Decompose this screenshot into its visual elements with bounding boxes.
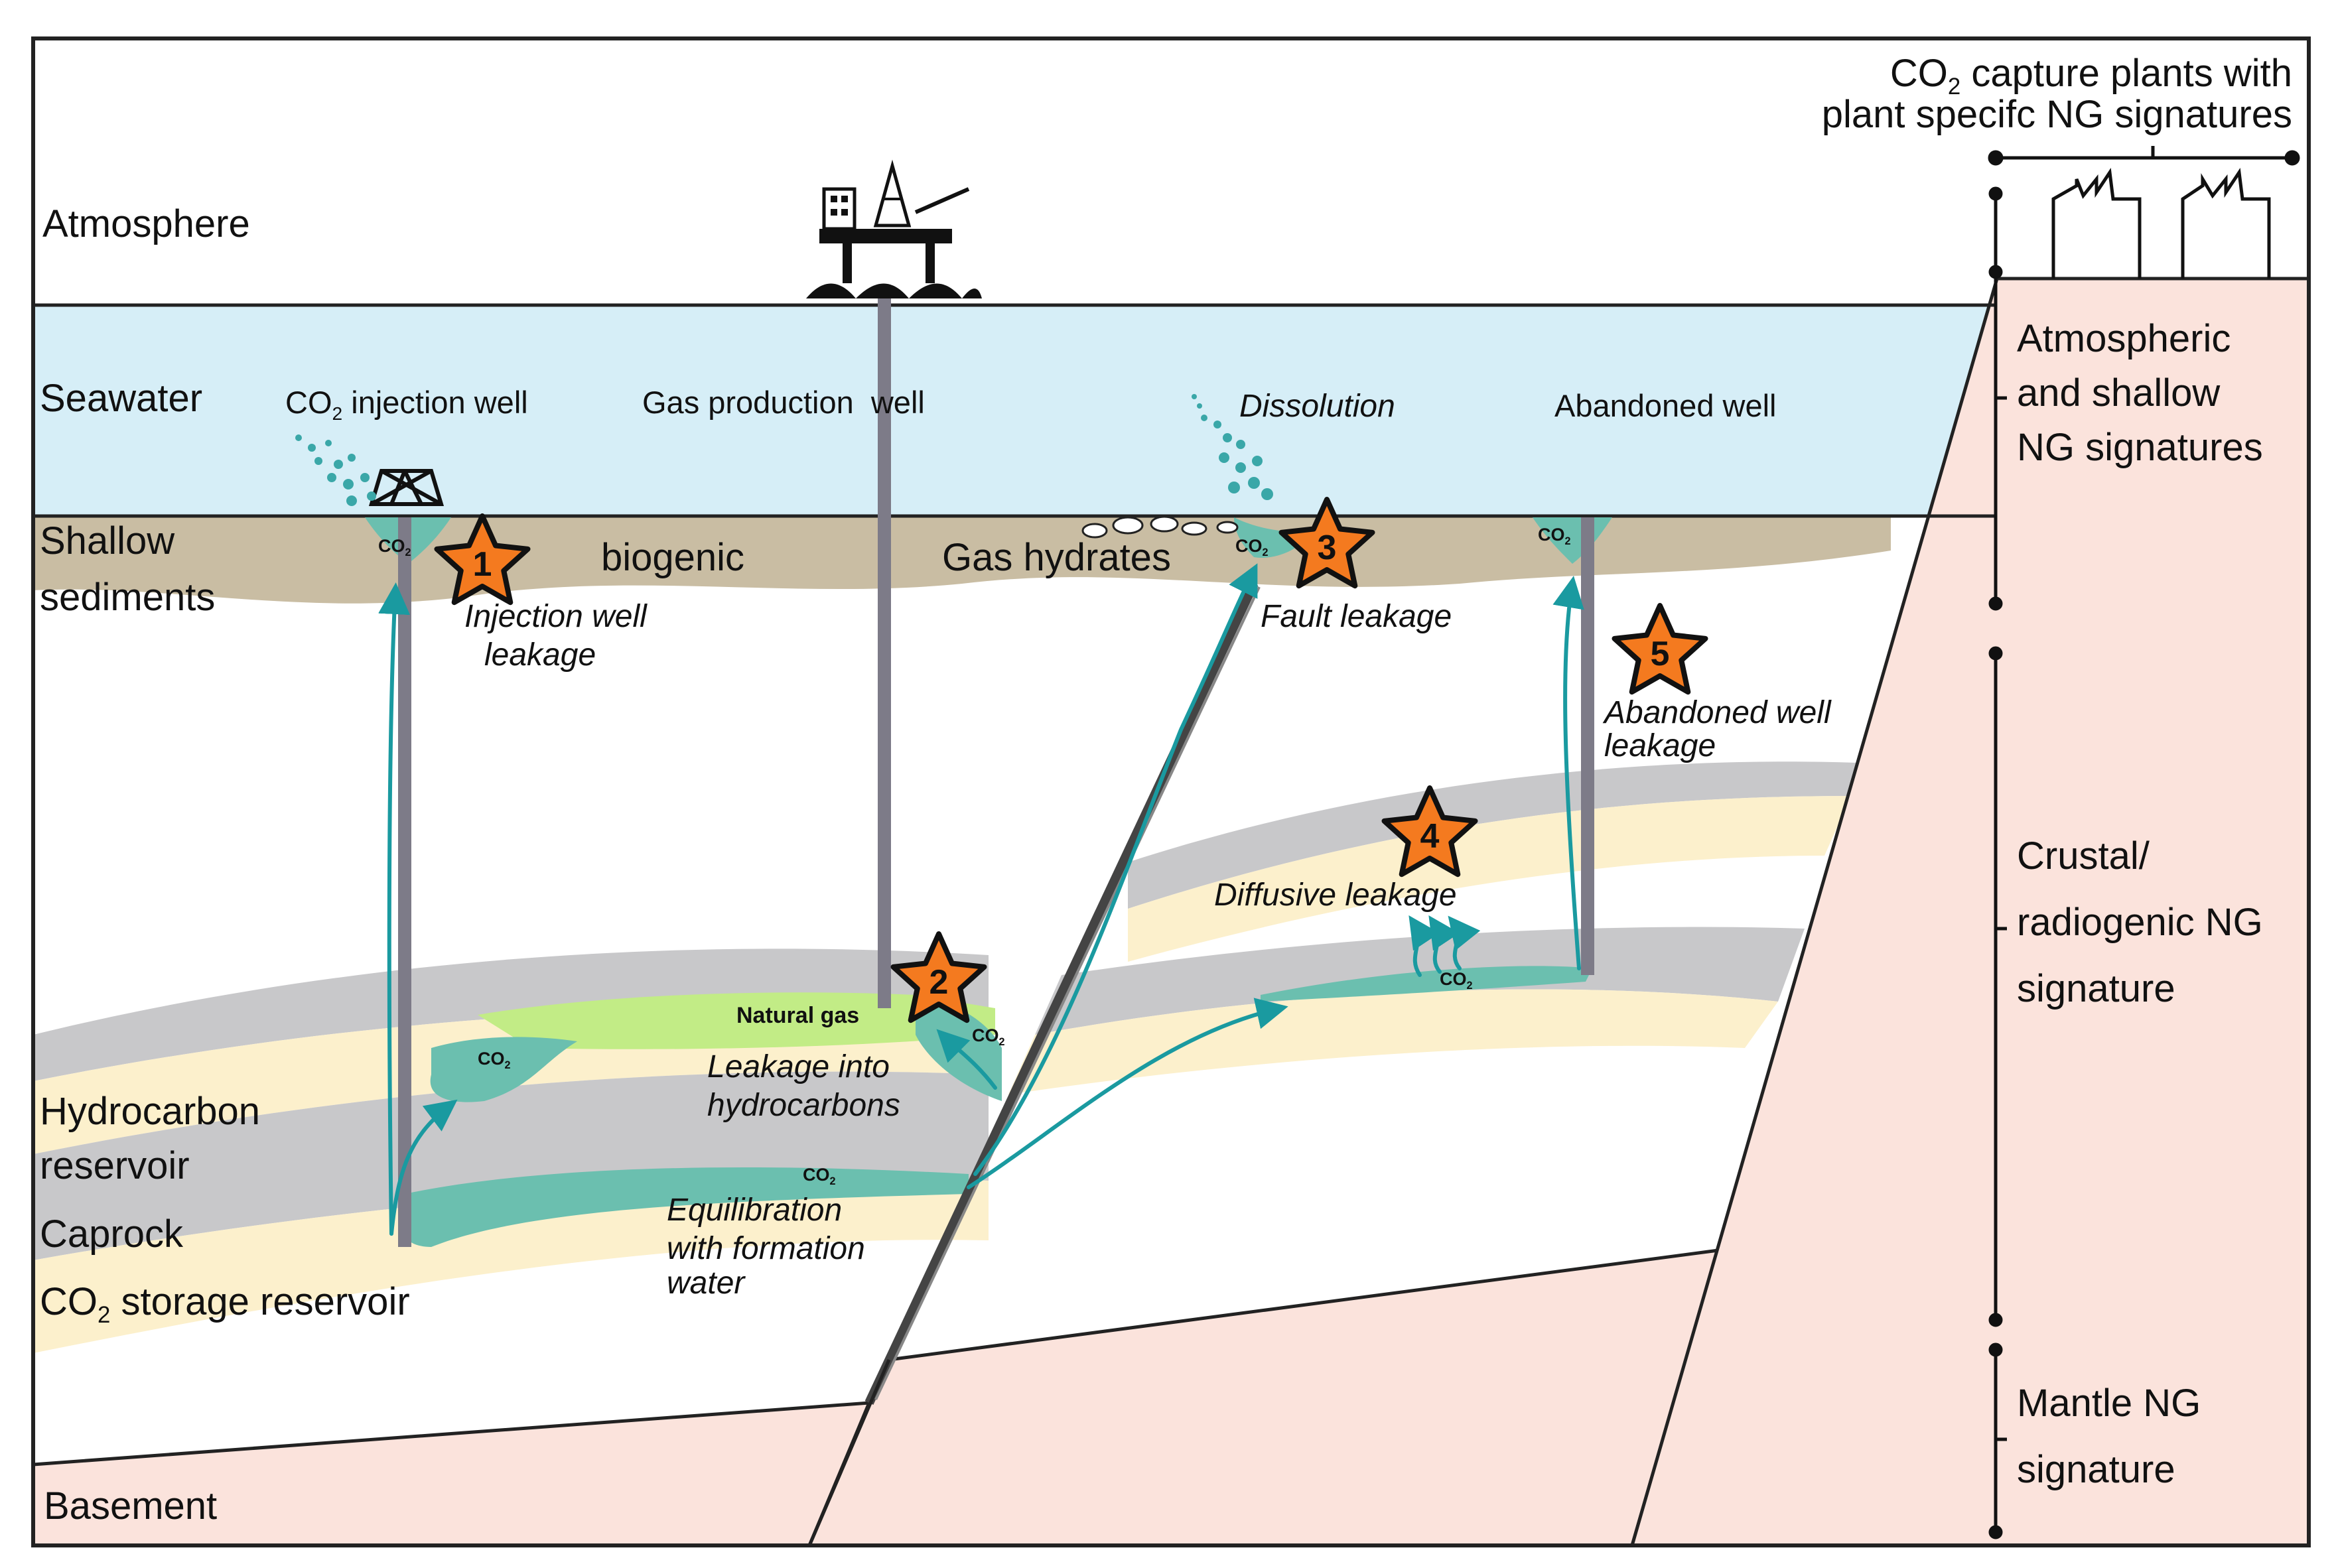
basement-middle [807, 1248, 1721, 1547]
gas-hydrates-icon [1081, 515, 1239, 539]
leakage-star-number-3: 3 [1318, 529, 1337, 567]
leakage-star-2 [890, 931, 987, 1023]
label-abandoned-well: Abandoned well [1554, 388, 1777, 423]
reservoir-right-lower [1008, 989, 1778, 1094]
leakage-star-3 [1278, 497, 1375, 589]
label-seawater: Seawater [40, 377, 202, 420]
label-atmospheric-1: Atmospheric [2017, 317, 2231, 360]
label-mantle-2: signature [2017, 1448, 2175, 1491]
leakage-stars: 1 2 3 4 5 [434, 497, 1708, 1023]
co2-label-abandoned: CO2 [1538, 525, 1571, 547]
diagram-frame [31, 36, 2311, 1547]
dissolution-bubbles-fault [1192, 394, 1273, 500]
label-mantle-1: Mantle NG [2017, 1382, 2201, 1425]
label-equilibration-2: with formation [667, 1231, 865, 1266]
label-gas-production-well: Gas production well [642, 385, 925, 420]
atmosphere-layer [33, 38, 1997, 305]
label-atmospheric-3: NG signatures [2017, 426, 2263, 469]
injection-wellhead-icon [368, 469, 445, 506]
label-natural-gas: Natural gas [736, 1003, 859, 1028]
label-basement: Basement [44, 1484, 217, 1528]
caprock-right-upper [1128, 761, 1858, 909]
leakage-star-5 [1612, 603, 1708, 695]
co2-plume-diffusive [1261, 966, 1592, 1002]
label-injection-well-leakage-1: Injection well [464, 599, 648, 634]
natural-gas-zone [478, 992, 995, 1049]
abandoned-well [1581, 517, 1594, 975]
label-sediments: sediments [40, 576, 215, 619]
label-equilibration-1: Equilibration [667, 1193, 842, 1228]
co2-labels: CO2 CO2 CO2 CO2 CO2 CO2 CO2 [378, 525, 1571, 1187]
fault-line [864, 582, 1259, 1405]
label-diffusive-leakage: Diffusive leakage [1214, 878, 1457, 913]
label-fault-leakage: Fault leakage [1261, 599, 1452, 634]
offshore-platform-icon [806, 159, 982, 298]
leakage-star-4 [1381, 785, 1478, 878]
label-shallow: Shallow [40, 519, 175, 562]
label-abandoned-well-leakage-2: leakage [1604, 728, 1716, 763]
label-capture-plants-2: plant specifc NG signatures [1822, 93, 2292, 136]
label-injection-well-leakage-2: leakage [484, 637, 596, 673]
label-leakage-hydrocarbons-2: hydrocarbons [707, 1088, 900, 1123]
co2-label-fault: CO2 [1235, 536, 1269, 558]
signature-bracket [1988, 146, 2300, 1539]
label-hydrocarbon: Hydrocarbon [40, 1090, 260, 1133]
label-abandoned-well-leakage-1: Abandoned well [1602, 695, 1832, 730]
leakage-star-number-5: 5 [1651, 635, 1670, 673]
capture-plants-icon [2051, 168, 2271, 279]
co2-seafloor-fault [1234, 517, 1314, 558]
label-crustal-2: radiogenic NG [2017, 901, 2263, 944]
dissolution-bubbles-injection [295, 434, 376, 506]
fault-line-highlight [874, 586, 1261, 1400]
co2-label-reservoir: CO2 [478, 1049, 511, 1071]
leakage-star-1 [434, 513, 531, 606]
label-dissolution: Dissolution [1239, 389, 1395, 424]
co2-plume-storage [398, 1167, 969, 1247]
label-biogenic: biogenic [601, 536, 744, 579]
co2-flow-arrows [378, 563, 1584, 1236]
seawater-layer [33, 305, 1997, 516]
co2-label-diffusive: CO2 [1440, 969, 1473, 992]
label-injection-well: CO2 injection well [285, 385, 528, 424]
label-crustal-3: signature [2017, 967, 2175, 1010]
co2-storage-reservoir-band [33, 1179, 989, 1353]
co2-label-injection: CO2 [378, 536, 411, 558]
label-atmospheric-2: and shallow [2017, 371, 2221, 415]
label-equilibration-3: water [667, 1266, 746, 1301]
label-co2-storage-reservoir: CO2 storage reservoir [40, 1280, 410, 1328]
gas-production-well [878, 292, 891, 1008]
leakage-star-number-4: 4 [1420, 817, 1440, 856]
leakage-star-number-1: 1 [473, 545, 492, 584]
co2-label-hydrocarbon: CO2 [972, 1025, 1005, 1048]
leakage-star-number-2: 2 [929, 963, 949, 1002]
label-caprock: Caprock [40, 1212, 184, 1256]
co2-label-storage: CO2 [803, 1165, 836, 1187]
label-reservoir: reservoir [40, 1144, 190, 1187]
fault-line-basement [807, 1359, 891, 1546]
label-atmosphere: Atmosphere [42, 202, 250, 245]
caprock-layer [33, 1071, 989, 1260]
label-crustal-1: Crustal/ [2017, 834, 2150, 878]
co2-plume-reservoir [430, 1037, 577, 1102]
reservoir-right-upper [1128, 796, 1851, 962]
label-capture-plants-1: CO2 capture plants with [1890, 52, 2292, 99]
label-leakage-hydrocarbons-1: Leakage into [707, 1049, 890, 1084]
injection-well [398, 517, 411, 1247]
label-gas-hydrates: Gas hydrates [942, 536, 1171, 579]
